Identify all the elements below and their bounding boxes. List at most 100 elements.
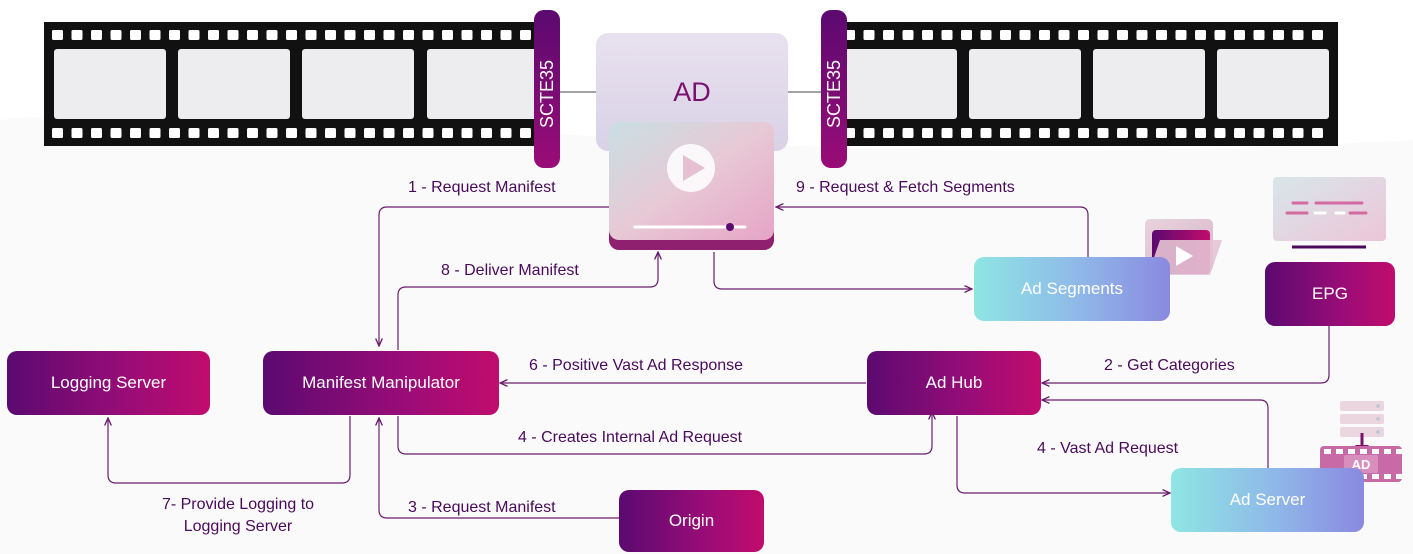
origin-label: Origin: [668, 511, 715, 530]
film-frame: [969, 49, 1081, 119]
film-sprocket: [266, 128, 278, 138]
film-sprocket: [344, 30, 356, 40]
film-sprocket: [902, 30, 914, 40]
film-frame: [302, 49, 414, 119]
arrow-server-to-hub: [1042, 400, 1269, 468]
arrow-4-vast-request: [956, 416, 1170, 493]
film-sprocket: [1078, 128, 1089, 138]
film-sprocket: [500, 30, 512, 40]
film-sprocket: [71, 128, 83, 138]
ad-hub-node[interactable]: Ad Hub: [867, 351, 1041, 415]
film-sprocket: [500, 128, 512, 138]
film-sprocket: [286, 30, 297, 40]
film-sprocket: [520, 128, 531, 138]
film-sprocket: [188, 30, 200, 40]
film-sprocket: [344, 128, 356, 138]
film-sprocket: [1097, 30, 1109, 40]
film-sprocket: [941, 128, 953, 138]
film-sprocket: [902, 128, 914, 138]
ad-server-label: Ad Server: [1229, 490, 1306, 509]
film-frame: [1093, 49, 1205, 119]
film-sprocket: [130, 128, 141, 138]
film-sprocket: [1019, 30, 1031, 40]
film-sprocket: [110, 30, 122, 40]
origin-node[interactable]: Origin: [619, 490, 764, 552]
film-sprocket: [1136, 30, 1148, 40]
film-sprocket: [1292, 128, 1304, 138]
step-4-vast-label: 4 - Vast Ad Request: [1037, 440, 1179, 457]
scte35-label-left: SCTE35: [537, 60, 557, 128]
film-sprocket: [71, 30, 83, 40]
film-sprocket: [1312, 30, 1323, 40]
film-sprocket: [922, 30, 933, 40]
film-sprocket: [149, 30, 161, 40]
film-sprocket: [1058, 30, 1070, 40]
film-sprocket: [1039, 30, 1050, 40]
film-strip-left: [44, 22, 545, 146]
film-sprocket: [1078, 30, 1089, 40]
film-sprocket: [1195, 30, 1206, 40]
background-sheen: [0, 113, 1413, 554]
film-sprocket: [1156, 30, 1167, 40]
manifest-manipulator-label: Manifest Manipulator: [302, 373, 460, 392]
film-sprocket: [110, 128, 122, 138]
progress-thumb[interactable]: [726, 223, 734, 231]
step-7-label: 7- Provide Logging to Logging Server: [138, 494, 338, 538]
film-sprocket: [922, 128, 933, 138]
film-sprocket: [481, 128, 492, 138]
film-sprocket: [461, 30, 473, 40]
arrow-4-internal-request: [397, 412, 932, 455]
film-frame: [845, 49, 957, 119]
arrow-player-to-segments: [713, 252, 972, 289]
badge-sprocket: [1372, 474, 1379, 479]
film-sprocket: [883, 128, 894, 138]
film-sprocket: [1156, 128, 1167, 138]
ad-segments-node[interactable]: Ad Segments: [974, 257, 1170, 321]
film-sprocket: [481, 30, 492, 40]
epg-label: EPG: [1312, 284, 1348, 303]
film-sprocket: [227, 128, 239, 138]
scte35-marker-left: [534, 10, 560, 168]
badge-sprocket: [1396, 474, 1403, 479]
badge-sprocket: [1396, 449, 1403, 454]
film-sprocket: [1273, 30, 1284, 40]
film-sprocket: [1039, 128, 1050, 138]
film-sprocket: [1136, 128, 1148, 138]
film-sprocket: [941, 30, 953, 40]
film-sprocket: [442, 30, 453, 40]
arrow-1-request-manifest: [379, 206, 609, 346]
server-stack-icon: [1340, 401, 1384, 437]
step-9-label: 9 - Request & Fetch Segments: [796, 179, 1015, 196]
film-sprocket: [1195, 128, 1206, 138]
film-sprocket: [1058, 128, 1070, 138]
film-sprocket: [169, 30, 180, 40]
manifest-manipulator-node[interactable]: Manifest Manipulator: [263, 351, 499, 415]
film-sprocket: [403, 128, 414, 138]
film-sprocket: [980, 128, 992, 138]
step-6-label: 6 - Positive Vast Ad Response: [529, 357, 744, 374]
ad-card: [596, 33, 788, 151]
film-frame: [427, 49, 539, 119]
film-sprocket: [1292, 30, 1304, 40]
film-sprocket: [91, 30, 102, 40]
film-sprocket: [520, 30, 531, 40]
film-sprocket: [422, 128, 434, 138]
film-frame: [1217, 49, 1329, 119]
film-sprocket: [403, 30, 414, 40]
film-sprocket: [961, 30, 972, 40]
scte35-label-right: SCTE35: [824, 60, 844, 128]
film-sprocket: [461, 128, 473, 138]
film-sprocket: [442, 128, 453, 138]
film-sprocket: [266, 30, 278, 40]
ad-server-node[interactable]: Ad Server: [1171, 468, 1364, 532]
film-sprocket: [863, 30, 875, 40]
step-7-label-line2: Logging Server: [183, 518, 293, 535]
logging-server-node[interactable]: Logging Server: [7, 351, 210, 415]
step-2-label: 2 - Get Categories: [1104, 357, 1235, 374]
film-sprocket: [1019, 128, 1031, 138]
epg-node[interactable]: EPG: [1265, 262, 1395, 326]
film-sprocket: [1097, 128, 1109, 138]
film-sprocket: [1273, 128, 1284, 138]
film-sprocket: [364, 30, 375, 40]
